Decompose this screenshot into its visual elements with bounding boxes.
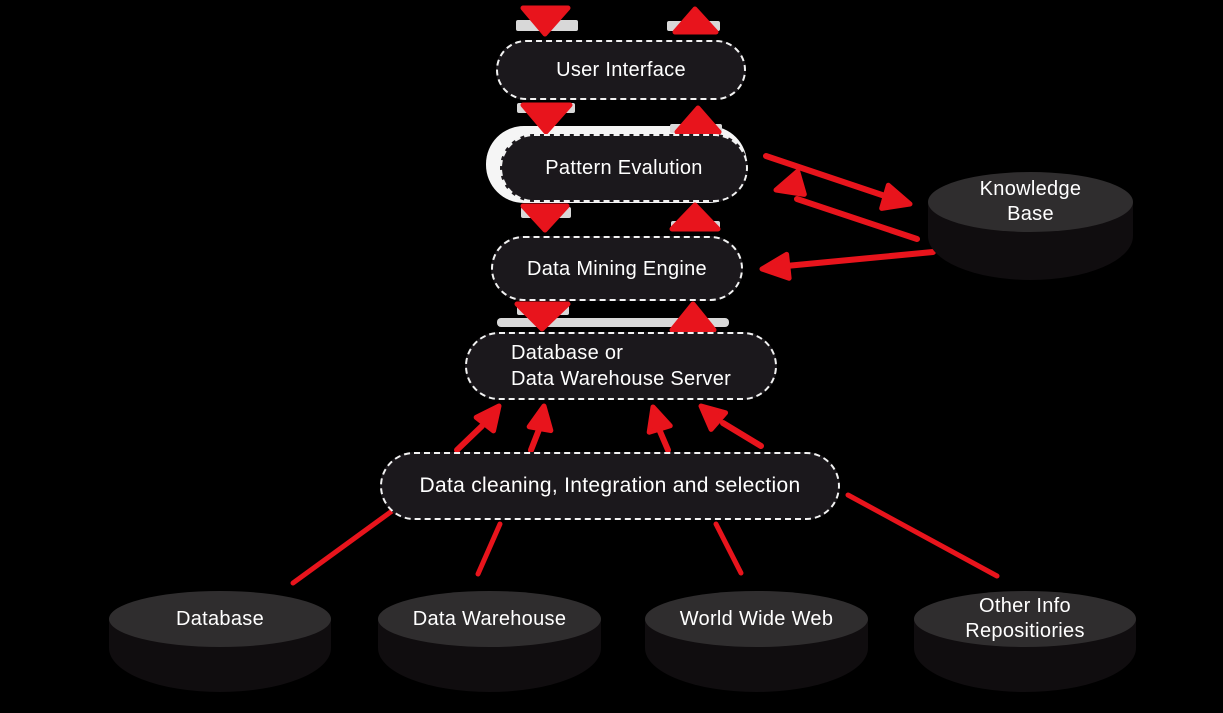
arrow-ui-to-pattern-icon (520, 102, 573, 135)
arrow-pattern-to-engine-icon (520, 203, 570, 233)
line-warehouse-to-cleaning (475, 521, 503, 577)
node-knowledge-base-label: Knowledge Base (979, 178, 1082, 225)
node-data-mining-engine: Data Mining Engine (491, 236, 743, 301)
node-world-wide-web: World Wide Web (645, 591, 868, 693)
node-database: Database (109, 591, 331, 693)
line-www-to-cleaning (713, 521, 744, 576)
node-user-interface-label: User Interface (556, 59, 686, 81)
node-database-server-label: Database or Data Warehouse Server (511, 342, 732, 390)
arrow-dbserver-to-engine-icon (669, 301, 717, 333)
cylinder-top: Other Info Repositiories (914, 591, 1136, 647)
node-database-label: Database (175, 607, 264, 630)
arrow-pattern-to-knowledgebase (763, 153, 913, 211)
cylinder-top: Data Warehouse (378, 591, 601, 647)
node-other-info-repositories-label: Other Info Repositiories (965, 595, 1085, 642)
node-world-wide-web-label: World Wide Web (679, 607, 834, 630)
cylinder-top: Knowledge Base (928, 172, 1133, 232)
arrow-into-user-interface-icon (520, 5, 571, 37)
node-knowledge-base: Knowledge Base (928, 172, 1133, 280)
node-database-server: Database or Data Warehouse Server (465, 332, 777, 400)
arrow-cleaning-to-dbserver-4 (698, 403, 764, 449)
arrow-knowledgebase-to-engine (759, 249, 936, 281)
arrow-engine-to-pattern-icon (669, 202, 721, 232)
arrow-cleaning-to-dbserver-2 (526, 403, 554, 453)
arrow-cleaning-to-dbserver-1 (454, 403, 502, 453)
node-user-interface: User Interface (496, 40, 746, 100)
line-otherinfo-to-cleaning (845, 492, 1000, 579)
node-data-warehouse: Data Warehouse (378, 591, 601, 693)
node-data-cleaning-label: Data cleaning, Integration and selection (419, 474, 801, 498)
arrow-pattern-to-ui-icon (674, 105, 722, 135)
cylinder-top: World Wide Web (645, 591, 868, 647)
arrow-out-user-interface-icon (672, 6, 719, 35)
cylinder-top: Database (109, 591, 331, 647)
arrow-knowledgebase-to-pattern (773, 168, 920, 242)
line-database-to-cleaning (290, 508, 395, 586)
node-data-cleaning: Data cleaning, Integration and selection (380, 452, 840, 520)
node-data-warehouse-label: Data Warehouse (412, 607, 567, 630)
highlight-bar (497, 318, 729, 327)
arrow-engine-to-dbserver-icon (514, 301, 571, 332)
node-pattern-evaluation-label: Pattern Evalution (545, 157, 703, 179)
node-data-mining-engine-label: Data Mining Engine (527, 257, 707, 280)
node-other-info-repositories: Other Info Repositiories (914, 591, 1136, 693)
arrow-cleaning-to-dbserver-3 (646, 404, 673, 453)
node-pattern-evaluation: Pattern Evalution (500, 134, 748, 202)
